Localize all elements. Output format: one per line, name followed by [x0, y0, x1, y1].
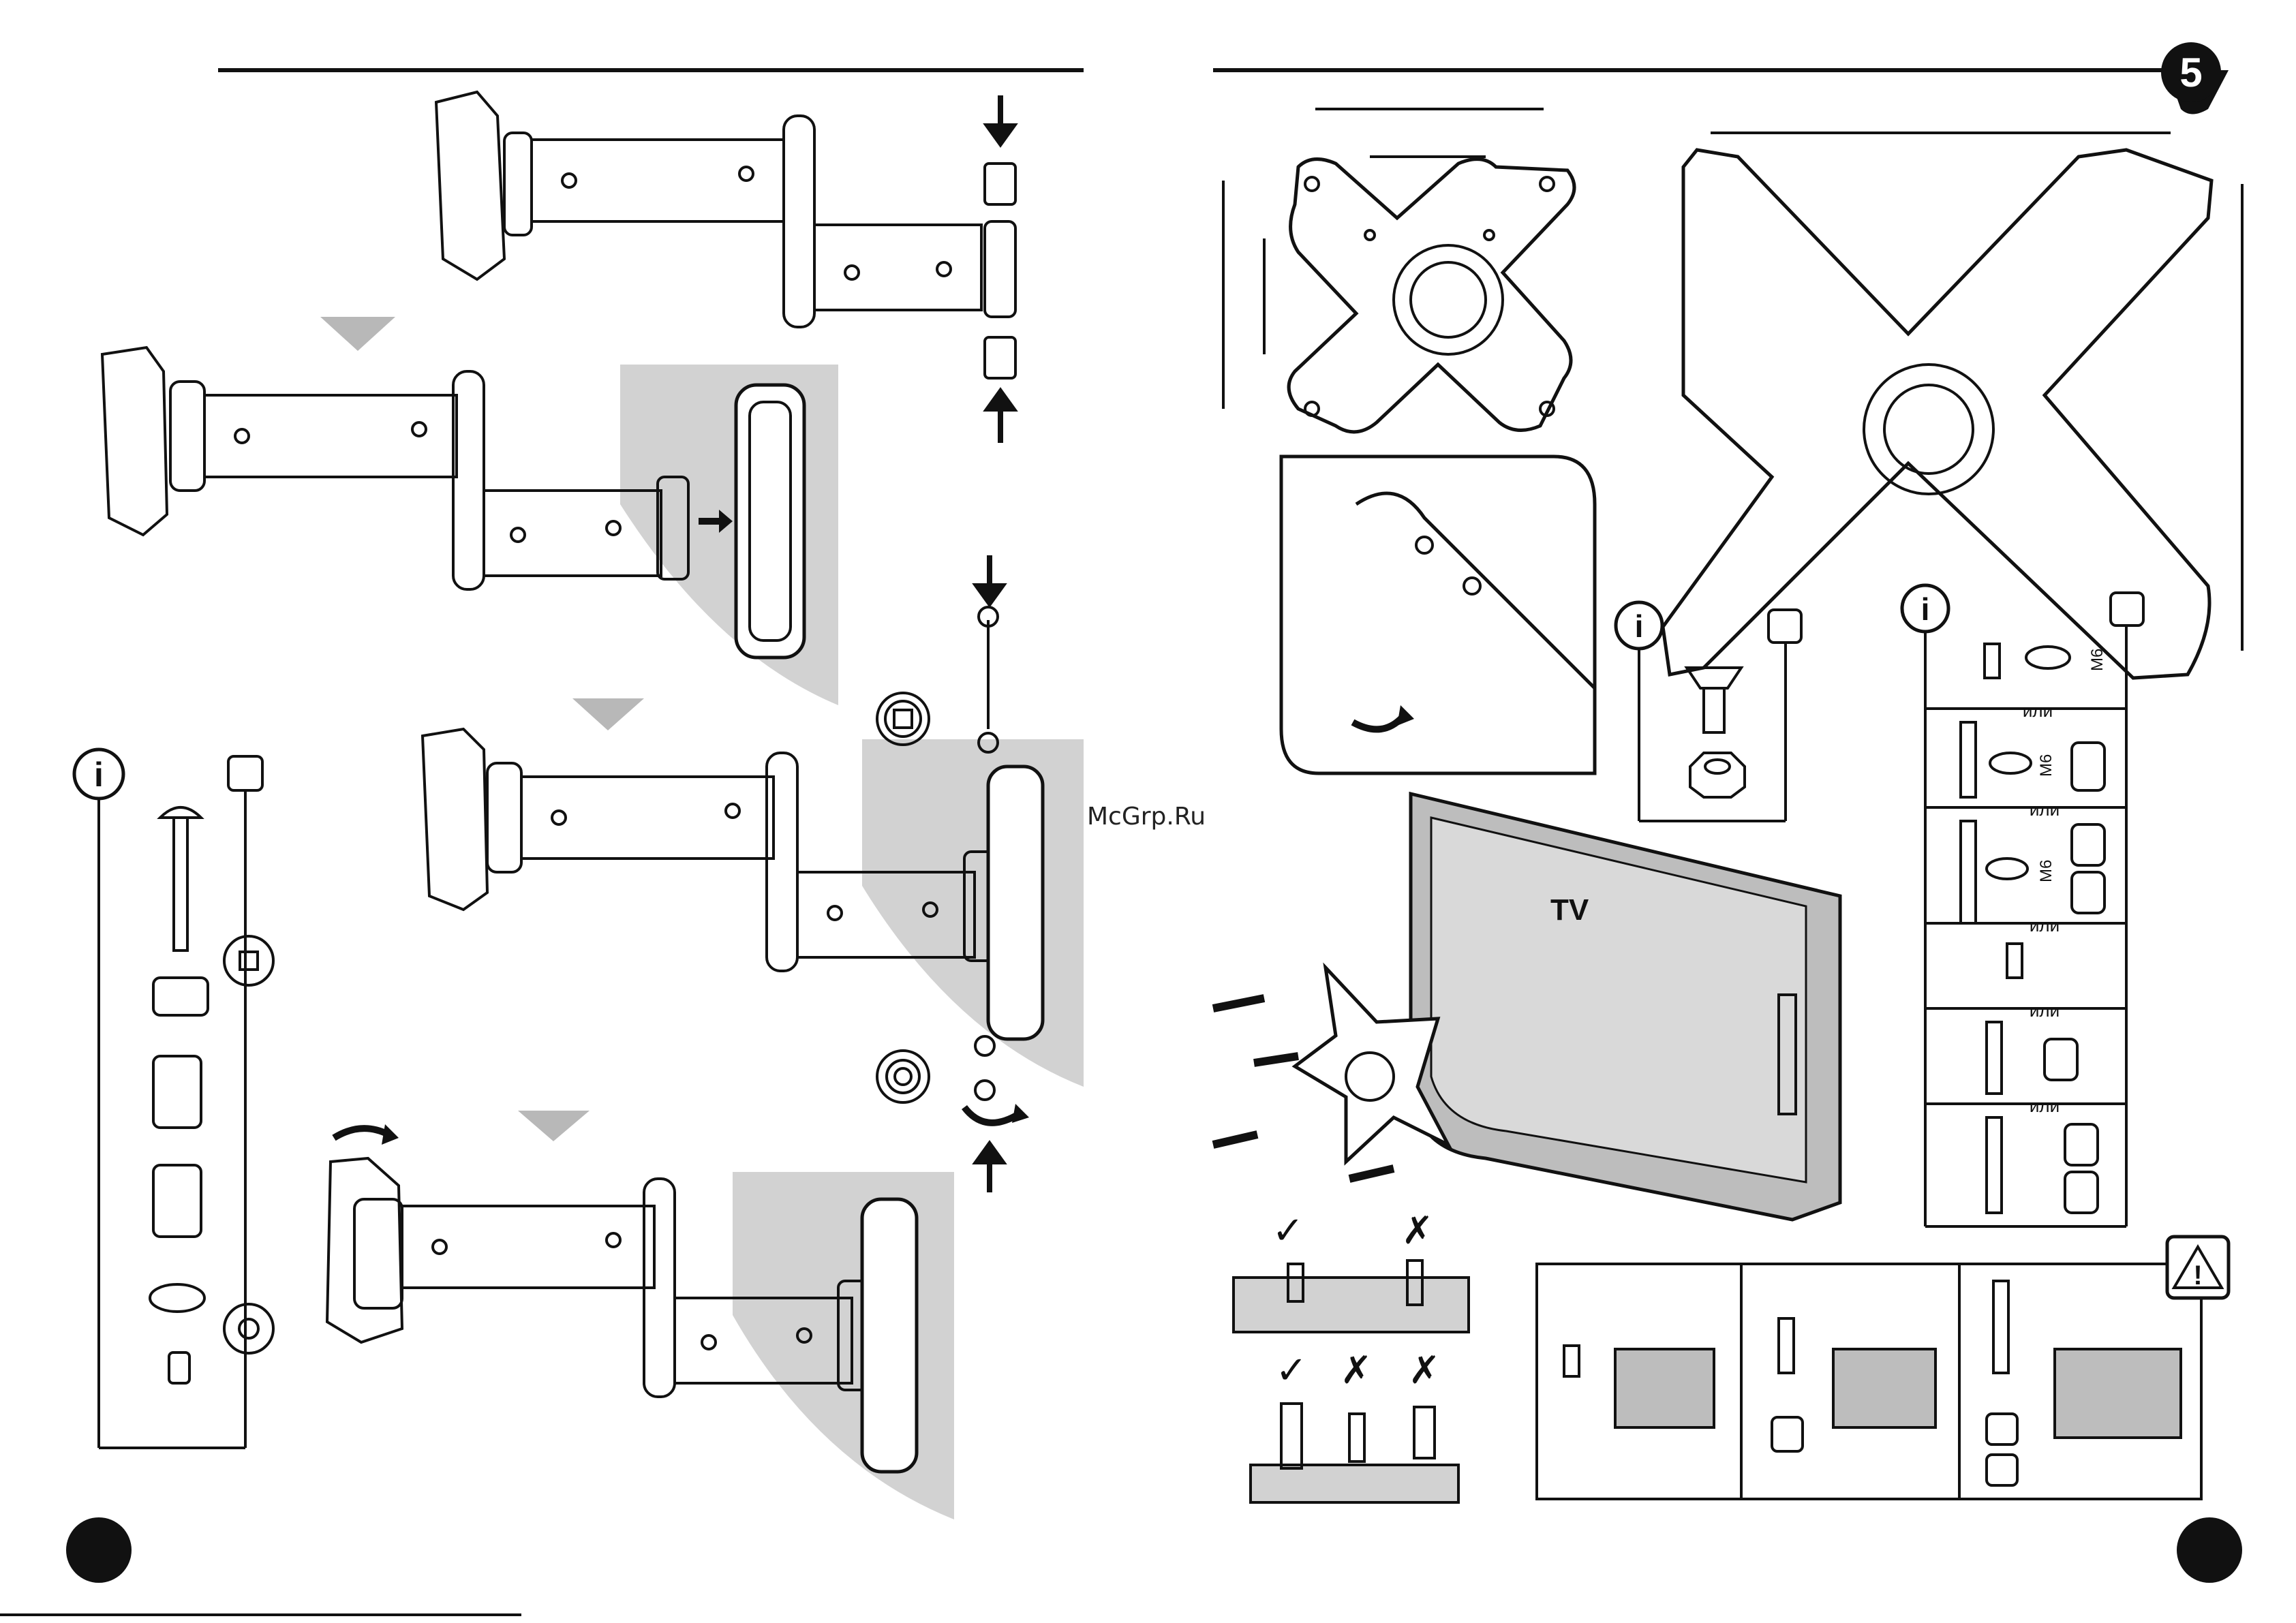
arm-assembly-step-1 [436, 92, 1015, 378]
screw-option-row-2: M6 [1961, 722, 2104, 797]
info-circle-icon: i [1902, 585, 1948, 632]
incorrect-mark: ✗ [1341, 1348, 1373, 1393]
square-bushing-part [153, 936, 273, 1015]
row-separator: или [2030, 1000, 2060, 1021]
sleeve-part-1 [153, 1056, 201, 1128]
row-separator: или [2023, 700, 2053, 721]
screw-options-table: i M6 или M6 или M6 или или [1902, 585, 2143, 1226]
arm-assembly-step-4 [327, 1124, 954, 1519]
step-arrow-3 [518, 1111, 590, 1141]
small-vesa-plate [1223, 109, 1574, 432]
screw-option-row-6 [1987, 1117, 2098, 1213]
rotate-arrow-icon [964, 1104, 1029, 1123]
hex-nut-part [1690, 753, 1745, 797]
round-bushing-part [150, 1284, 273, 1353]
correct-mark: ✓ [1276, 1348, 1308, 1393]
incorrect-mark: ✗ [1402, 1209, 1434, 1253]
arrow-down-icon [977, 555, 1002, 603]
square-nut-callout-icon [877, 693, 929, 745]
arrow-down-icon [988, 95, 1013, 143]
sleeve-part-2 [153, 1165, 201, 1237]
washer-label: M6 [2088, 649, 2107, 671]
correct-mark: ✓ [1272, 1209, 1304, 1253]
warning-triangle-icon: ! [2167, 1237, 2229, 1298]
carriage-bolt-part [160, 807, 201, 950]
tv-mounting-illustration: TV [1213, 794, 1840, 1220]
step-arrow-2 [572, 698, 644, 730]
row-separator: или [2030, 799, 2060, 820]
spacer-warning-panel: ! [1537, 1237, 2229, 1499]
info-circle-icon: i [74, 749, 123, 799]
left-page-dot [66, 1517, 132, 1583]
screw-option-row-1: M6 [1985, 644, 2107, 678]
washer-label: M6 [2037, 754, 2055, 777]
tv-label: TV [1550, 893, 1589, 927]
svg-text:!: ! [2193, 1261, 2202, 1290]
screw-option-row-3: M6 [1961, 821, 2104, 923]
svg-text:i: i [94, 756, 104, 794]
arrow-up-icon [977, 1145, 1002, 1192]
watermark: McGrp.Ru [1087, 803, 1206, 831]
washer-label: M6 [2037, 860, 2055, 882]
screw-option-row-5 [1987, 1022, 2077, 1094]
arm-assembly-step-2 [102, 347, 838, 705]
round-nut-callout-icon [877, 1051, 929, 1102]
arrow-up-icon [988, 392, 1013, 443]
svg-text:i: i [1635, 608, 1644, 644]
page-number: 5 [2179, 50, 2202, 95]
incorrect-mark: ✗ [1409, 1348, 1441, 1393]
countersunk-screw-part [1687, 668, 1741, 732]
step-arrow-1 [320, 317, 395, 351]
large-vesa-plate [1663, 133, 2242, 678]
row-separator: или [2030, 915, 2060, 936]
page-number-badge: 5 [2161, 42, 2229, 114]
screw-depth-check: ✓ ✗ ✓ ✗ ✗ [1234, 1209, 1469, 1502]
bolt-detail-zoom [1281, 457, 1595, 773]
svg-text:i: i [1921, 591, 1930, 627]
screw-option-row-4 [2007, 944, 2022, 978]
pin-part [169, 1352, 189, 1383]
row-separator: или [2030, 1096, 2060, 1116]
parts-inventory-box: i [74, 749, 273, 1448]
info-circle-icon: i [1616, 602, 1662, 649]
arm-assembly-step-3 [423, 607, 1084, 1100]
right-page-dot [2177, 1517, 2242, 1583]
